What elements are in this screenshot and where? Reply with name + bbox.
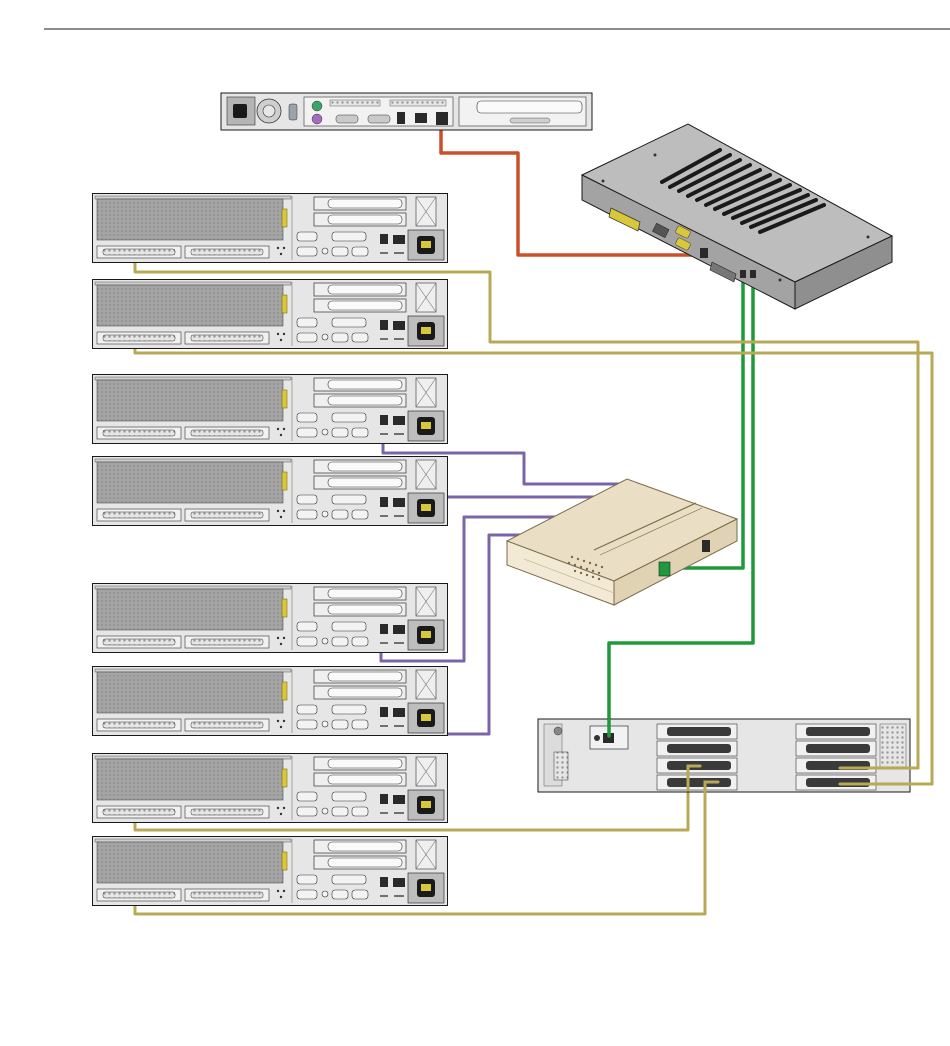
scsi-switch[interactable] — [538, 719, 910, 792]
node-server-8[interactable] — [93, 837, 448, 906]
node-server-2[interactable] — [93, 280, 448, 349]
node-server-5[interactable] — [93, 584, 448, 653]
hub-port-icon — [659, 562, 670, 576]
drive-box[interactable] — [582, 124, 892, 309]
node-server-7[interactable] — [93, 754, 448, 823]
node-server-6[interactable] — [93, 667, 448, 736]
node-server-1[interactable] — [93, 194, 448, 263]
node-server-3[interactable] — [93, 375, 448, 444]
top-server[interactable] — [221, 93, 592, 130]
node-server-4[interactable] — [93, 457, 448, 526]
